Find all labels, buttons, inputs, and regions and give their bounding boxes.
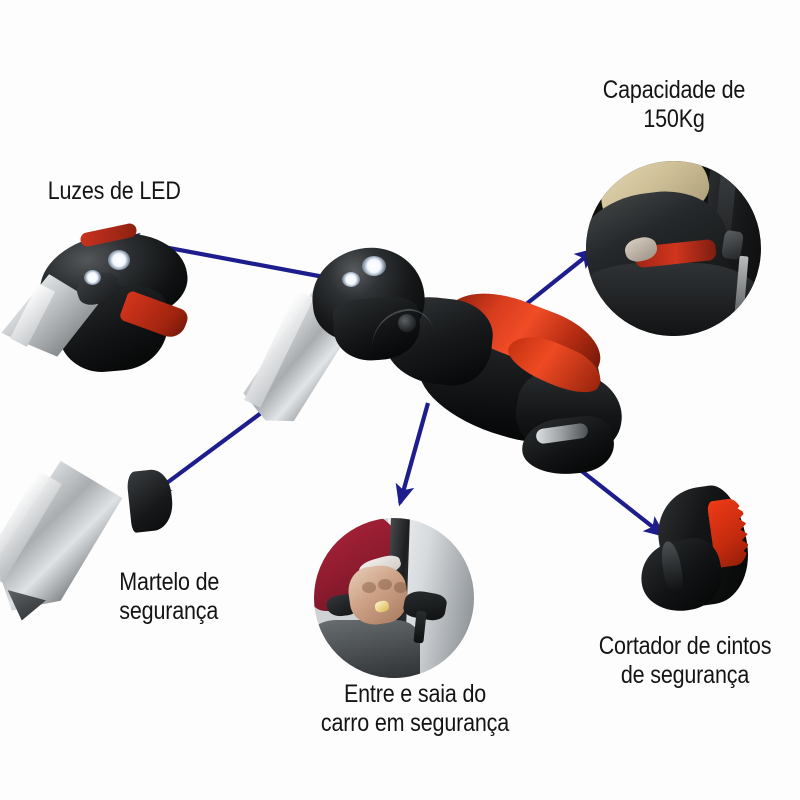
callout-label-cutter: Cortador de cintos de segurança	[598, 632, 772, 689]
door-entry-photo	[314, 518, 474, 678]
led-light-icon	[84, 270, 101, 285]
door-lower-shadow	[314, 620, 420, 678]
hammer-black-collar	[125, 468, 175, 534]
cutter-detail-illustration	[634, 479, 778, 619]
car-seat-base	[586, 262, 761, 336]
callout-label-capacity: Capacidade de 150Kg	[602, 76, 746, 133]
callout-label-hammer: Martelo de segurança	[119, 568, 220, 625]
callout-label-door: Entre e saia do carro em segurança	[320, 680, 510, 737]
main-product-image	[310, 240, 640, 490]
led-detail-illustration	[12, 222, 202, 377]
capacity-photo	[586, 161, 761, 336]
led-light-icon	[362, 256, 386, 276]
knuckle-shading	[362, 582, 377, 594]
led-light-icon	[342, 272, 360, 287]
led-light-icon	[108, 250, 130, 270]
knuckle-shading	[378, 578, 393, 590]
callout-label-led: Luzes de LED	[47, 177, 181, 205]
knuckle-shading	[394, 582, 407, 594]
